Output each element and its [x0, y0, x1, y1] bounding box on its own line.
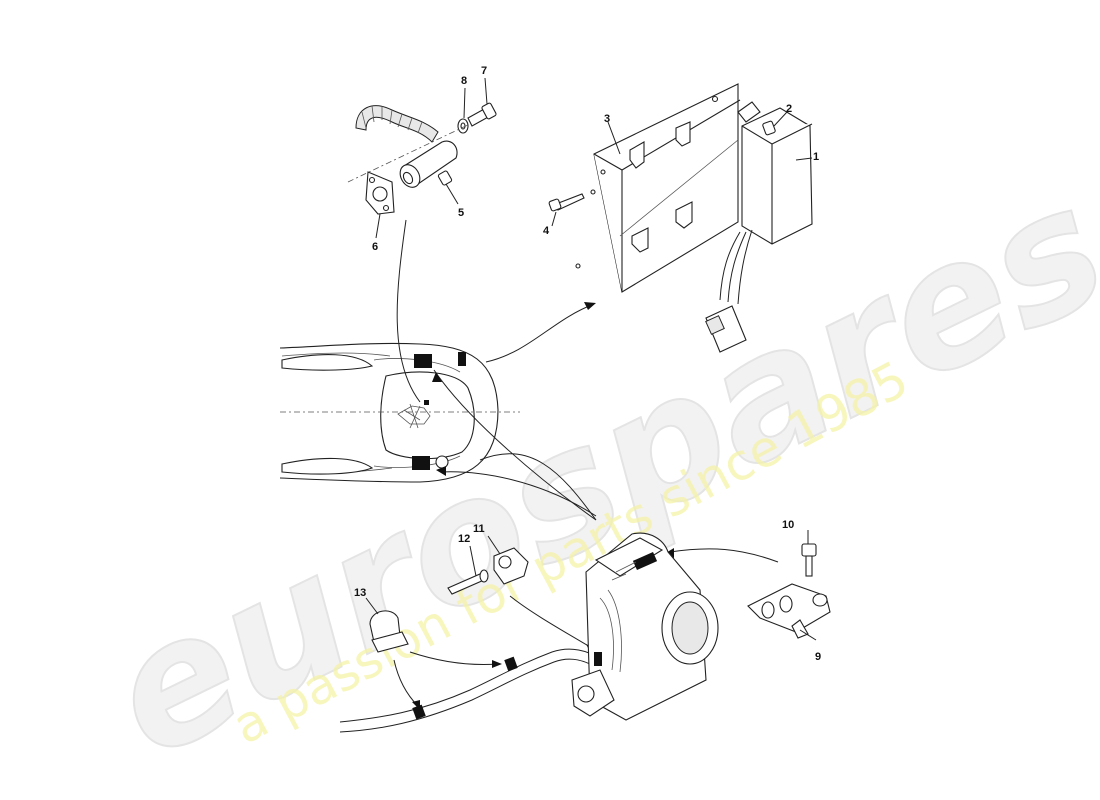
callout-5: 5 [458, 207, 464, 219]
ecu-assembly-top-right [548, 83, 813, 353]
callout-7: 7 [481, 65, 487, 77]
callout-11: 11 [473, 523, 485, 535]
callout-labels: 1 2 3 4 5 6 7 8 9 10 11 12 13 [354, 65, 821, 663]
callout-12: 12 [458, 533, 470, 545]
callout-2: 2 [786, 103, 792, 115]
sensor-assembly-top-left [347, 77, 497, 239]
callout-13: 13 [354, 587, 366, 599]
callout-6: 6 [372, 241, 378, 253]
callout-9: 9 [815, 651, 821, 663]
throttle-assembly-bottom [339, 530, 831, 733]
callout-8: 8 [461, 75, 467, 87]
routing-arrows [393, 219, 779, 710]
callout-10: 10 [782, 519, 794, 531]
callout-3: 3 [604, 113, 610, 125]
callout-1: 1 [813, 151, 819, 163]
callout-4: 4 [543, 225, 550, 237]
vehicle-plan-view [279, 342, 520, 483]
